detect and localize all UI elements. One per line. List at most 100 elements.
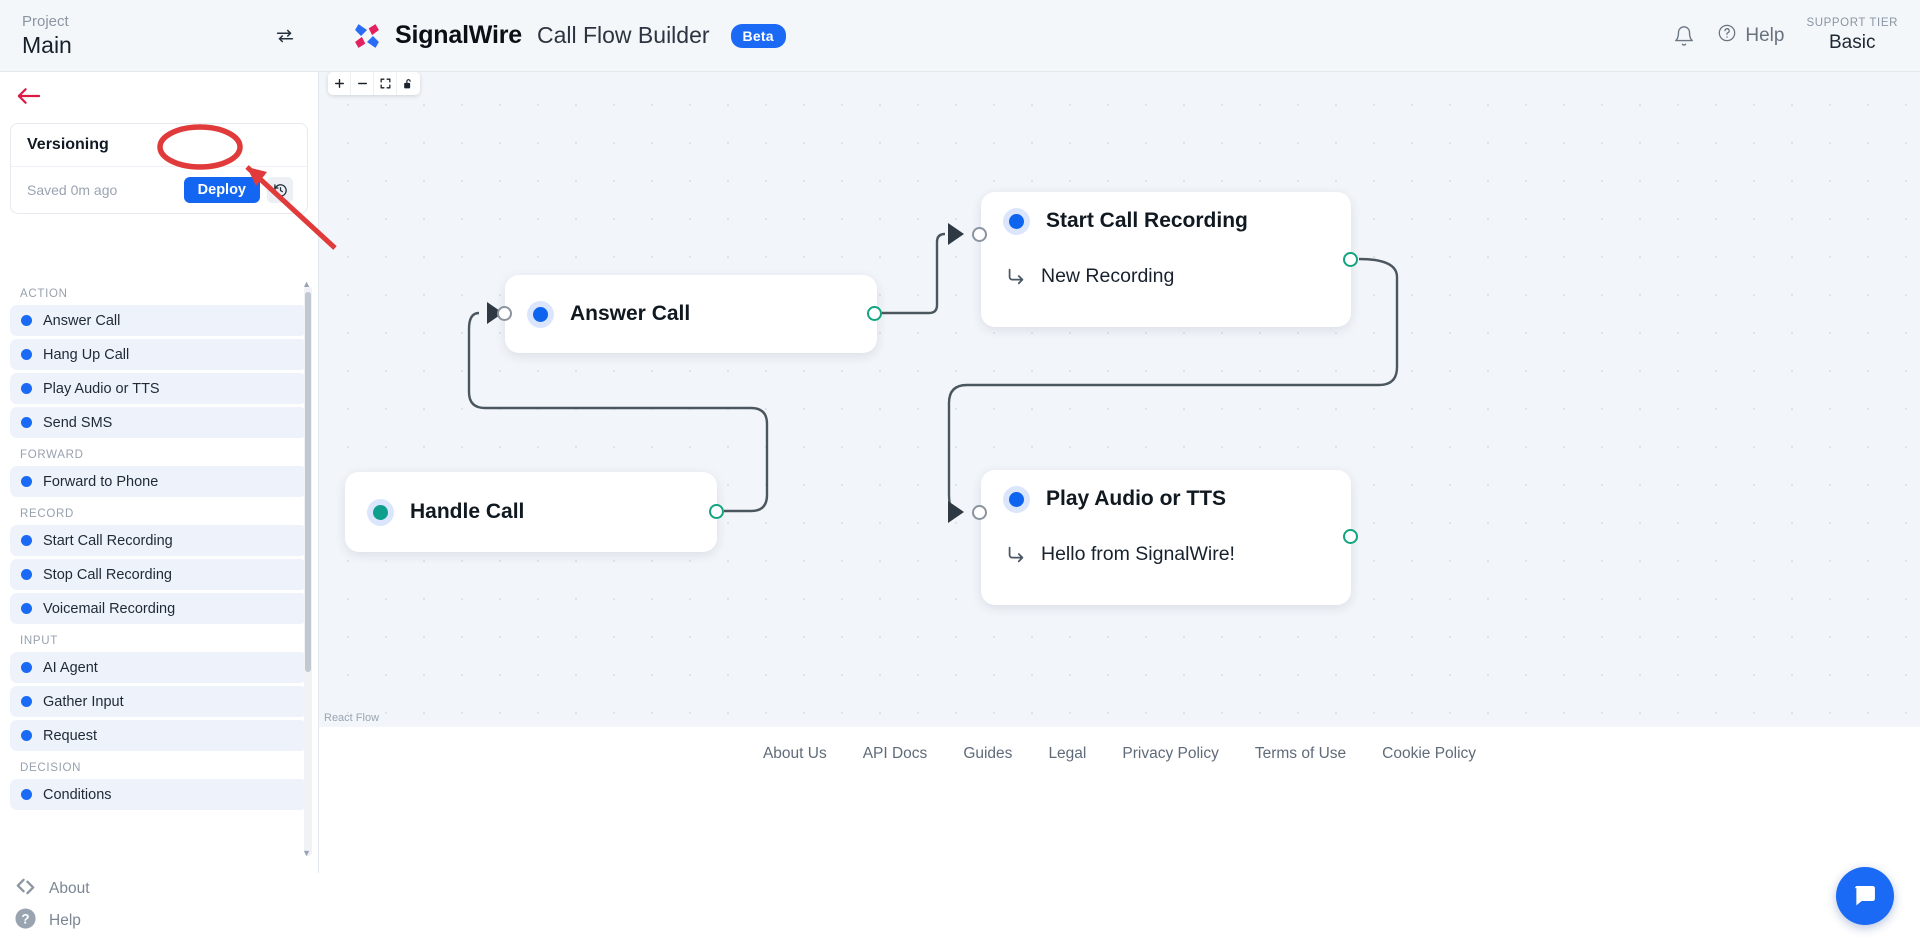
- palette-group-label: ACTION: [20, 288, 68, 300]
- palette-item-play-audio-or-tts[interactable]: Play Audio or TTS: [10, 373, 307, 404]
- node-source-handle[interactable]: [867, 306, 882, 321]
- node-type-icon: [527, 300, 554, 328]
- palette-item-start-call-recording[interactable]: Start Call Recording: [10, 525, 307, 556]
- palette-item-label: Conditions: [43, 786, 112, 803]
- node-type-icon: [1003, 207, 1030, 235]
- palette-item-dot-icon: [21, 417, 32, 428]
- versioning-card: Versioning Saved 0m ago Deploy: [10, 123, 308, 214]
- sidebar-footer: About ? Help: [0, 873, 319, 951]
- palette-item-conditions[interactable]: Conditions: [10, 779, 307, 810]
- corner-down-right-icon: [1005, 543, 1027, 565]
- node-header: Handle Call: [345, 472, 717, 552]
- support-tier-block: SUPPORT TIER Basic: [1806, 16, 1898, 54]
- palette-item-label: Send SMS: [43, 414, 113, 431]
- palette-item-request[interactable]: Request: [10, 720, 307, 751]
- node-target-handle[interactable]: [972, 227, 987, 242]
- node-play-audio-tts[interactable]: Play Audio or TTS Hello from SignalWire!: [981, 470, 1351, 605]
- question-circle-filled-icon: ?: [14, 907, 37, 935]
- palette-item-send-sms[interactable]: Send SMS: [10, 407, 307, 438]
- node-detail-row: New Recording: [981, 250, 1351, 302]
- node-target-handle[interactable]: [497, 306, 512, 321]
- header-help-link[interactable]: Help: [1717, 23, 1784, 49]
- brand-name: SignalWire: [395, 21, 522, 49]
- node-title: Handle Call: [410, 500, 525, 523]
- palette-item-dot-icon: [21, 789, 32, 800]
- project-selector[interactable]: Project Main: [0, 0, 318, 72]
- versioning-body: Saved 0m ago Deploy: [11, 167, 307, 213]
- footer-link-api-docs[interactable]: API Docs: [862, 745, 928, 762]
- palette-item-label: AI Agent: [43, 659, 98, 676]
- header-actions: Help SUPPORT TIER Basic: [1673, 16, 1920, 54]
- unlocked-padlock-icon[interactable]: [397, 72, 420, 95]
- palette-item-forward-to-phone[interactable]: Forward to Phone: [10, 466, 307, 497]
- edge-arrowhead: [948, 223, 964, 245]
- node-source-handle[interactable]: [1343, 529, 1358, 544]
- footer-link-cookie-policy[interactable]: Cookie Policy: [1382, 745, 1477, 762]
- palette-item-dot-icon: [21, 476, 32, 487]
- brand-block: SignalWire Call Flow Builder Beta: [350, 19, 786, 53]
- svg-text:?: ?: [21, 911, 29, 926]
- signalwire-logo-icon: [355, 23, 379, 48]
- node-handle-call[interactable]: Handle Call: [345, 472, 717, 552]
- palette-scroll-up-cap[interactable]: ▲: [302, 279, 311, 289]
- palette-scrollbar[interactable]: [304, 286, 312, 856]
- support-tier-value: Basic: [1828, 31, 1876, 53]
- zoom-in-button[interactable]: [328, 72, 351, 95]
- flow-canvas[interactable]: Answer Call Start Call Recording New Rec…: [319, 72, 1920, 727]
- canvas-toolbar: [328, 72, 420, 95]
- palette-item-label: Hang Up Call: [43, 346, 130, 363]
- chat-bubble-icon[interactable]: [1836, 867, 1894, 925]
- palette-item-ai-agent[interactable]: AI Agent: [10, 652, 307, 683]
- palette-item-label: Play Audio or TTS: [43, 380, 160, 397]
- sidebar-about-link[interactable]: About: [14, 873, 319, 905]
- node-target-handle[interactable]: [972, 505, 987, 520]
- top-header-bar: Project Main SignalWire Call Flow Builde…: [0, 0, 1920, 72]
- sidebar-help-label: Help: [49, 912, 81, 929]
- palette-item-dot-icon: [21, 535, 32, 546]
- node-start-call-recording[interactable]: Start Call Recording New Recording: [981, 192, 1351, 327]
- sidebar-help-link[interactable]: ? Help: [14, 905, 319, 937]
- fit-view-button[interactable]: [374, 72, 397, 95]
- palette-item-hang-up-call[interactable]: Hang Up Call: [10, 339, 307, 370]
- footer-links: About Us API Docs Guides Legal Privacy Polic…: [763, 745, 1476, 763]
- node-header: Start Call Recording: [981, 192, 1351, 250]
- palette-item-dot-icon: [21, 696, 32, 707]
- question-circle-icon: [1717, 23, 1737, 49]
- palette-scroll-thumb[interactable]: [305, 292, 311, 672]
- node-source-handle[interactable]: [1343, 252, 1358, 267]
- palette-group-label: RECORD: [20, 508, 75, 520]
- node-source-handle[interactable]: [709, 504, 724, 519]
- footer-link-about-us[interactable]: About Us: [762, 745, 827, 762]
- project-name: Main: [22, 32, 72, 58]
- footer-link-guides[interactable]: Guides: [963, 745, 1013, 762]
- palette-item-gather-input[interactable]: Gather Input: [10, 686, 307, 717]
- palette-item-stop-call-recording[interactable]: Stop Call Recording: [10, 559, 307, 590]
- swap-horizontal-icon[interactable]: [274, 25, 296, 47]
- header-help-label: Help: [1745, 24, 1785, 46]
- palette-item-dot-icon: [21, 662, 32, 673]
- palette-item-label: Answer Call: [43, 312, 121, 329]
- footer-link-privacy-policy[interactable]: Privacy Policy: [1122, 745, 1219, 762]
- node-detail-row: Hello from SignalWire!: [981, 528, 1351, 580]
- versioning-title: Versioning: [11, 124, 307, 167]
- project-label: Project: [22, 13, 69, 30]
- node-title: Start Call Recording: [1046, 209, 1248, 232]
- palette-group-label: FORWARD: [20, 449, 84, 461]
- palette-item-dot-icon: [21, 730, 32, 741]
- node-answer-call[interactable]: Answer Call: [505, 275, 877, 353]
- palette-scroll-down-cap[interactable]: ▼: [302, 848, 311, 858]
- footer-link-terms-of-use[interactable]: Terms of Use: [1254, 745, 1347, 762]
- palette-item-answer-call[interactable]: Answer Call: [10, 305, 307, 336]
- deploy-button[interactable]: Deploy: [183, 177, 260, 203]
- back-arrow-icon[interactable]: [16, 86, 318, 111]
- palette-group-label: INPUT: [20, 635, 58, 647]
- zoom-out-button[interactable]: [351, 72, 374, 95]
- history-clock-icon[interactable]: [267, 177, 293, 203]
- palette-item-dot-icon: [21, 603, 32, 614]
- node-type-icon: [1003, 485, 1030, 513]
- bell-icon[interactable]: [1673, 25, 1695, 47]
- palette-item-voicemail-recording[interactable]: Voicemail Recording: [10, 593, 307, 624]
- footer-link-legal[interactable]: Legal: [1048, 745, 1087, 762]
